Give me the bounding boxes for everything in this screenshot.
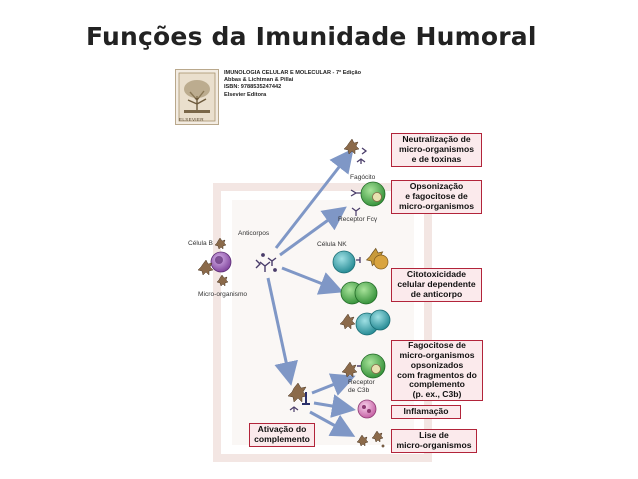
complement-activation-label: Ativação do complemento <box>254 424 310 444</box>
function-label-lysis: Lise de micro-organismos <box>396 430 472 450</box>
label-b-cell: Célula B <box>188 240 213 247</box>
label-fc-receptor: Receptor Fcγ <box>338 216 378 223</box>
function-box-inflammation: Inflamação <box>391 405 461 419</box>
arrow-lysis <box>309 410 356 437</box>
arrow-c3b <box>311 373 356 396</box>
function-label-opsonization: Opsonização e fagocitose de micro-organi… <box>399 181 474 211</box>
label-microorganism: Micro-organismo <box>198 291 248 298</box>
function-box-adcc: Citotoxicidade celular dependente de ant… <box>391 268 482 302</box>
arrow-adcc <box>281 266 344 295</box>
book-isbn: ISBN: 9788535247442 <box>224 84 282 91</box>
function-box-lysis: Lise de micro-organismos <box>391 429 477 453</box>
function-label-neutralization: Neutralização de micro-organismos e de t… <box>399 134 474 164</box>
antibody-icon <box>255 253 277 272</box>
c3b-phagocyte <box>341 353 386 379</box>
nk-cell <box>332 247 389 274</box>
function-label-inflammation: Inflamação <box>403 406 449 417</box>
label-phagocyte: Fagócito <box>350 174 376 181</box>
book-cover-image: ELSEVIER <box>175 69 219 125</box>
arrow-opsonization <box>279 206 347 257</box>
arrow-complement <box>266 277 298 386</box>
function-box-opsonization: Opsonização e fagocitose de micro-organi… <box>391 180 482 214</box>
book-authors: Abbas & Lichtman & Pillai <box>224 77 294 84</box>
arrows <box>266 148 356 437</box>
book-title: IMUNOLOGIA CELULAR E MOLECULAR - 7ª Ediç… <box>224 70 362 76</box>
complement-microbe <box>287 382 310 412</box>
neutralized-microbe-icon <box>343 138 368 164</box>
infected-cell <box>373 254 389 270</box>
label-nk-cell: Célula NK <box>317 241 347 248</box>
function-box-c3b-phagocytosis: Fagocitose de micro-organismos opsonizad… <box>391 340 483 401</box>
microbe-icon <box>197 237 229 287</box>
book-publisher: Elsevier Editora <box>224 91 267 98</box>
arrow-neutralization <box>274 148 354 249</box>
complement-activation-box: Ativação do complemento <box>249 423 315 447</box>
lysed-microbe-icon <box>356 430 385 448</box>
phagocyte-cell <box>350 181 386 216</box>
b-cell <box>210 251 232 273</box>
elsevier-tree-logo <box>178 72 216 122</box>
adcc-cells <box>339 281 391 336</box>
label-antibodies: Anticorpos <box>238 230 270 237</box>
function-label-adcc: Citotoxicidade celular dependente de ant… <box>397 269 476 299</box>
arrow-inflammation <box>313 394 356 418</box>
function-label-c3b-phagocytosis: Fagocitose de micro-organismos opsonizad… <box>397 340 477 400</box>
inflammation-cell <box>357 399 377 419</box>
function-box-neutralization: Neutralização de micro-organismos e de t… <box>391 133 482 167</box>
slide-title: Funções da Imunidade Humoral <box>86 22 537 51</box>
label-c3b-receptor: Receptor de C3b <box>348 379 375 394</box>
book-cover-label: ELSEVIER <box>179 117 204 122</box>
book-info: IMUNOLOGIA CELULAR E MOLECULAR - 7ª Ediç… <box>224 70 361 99</box>
